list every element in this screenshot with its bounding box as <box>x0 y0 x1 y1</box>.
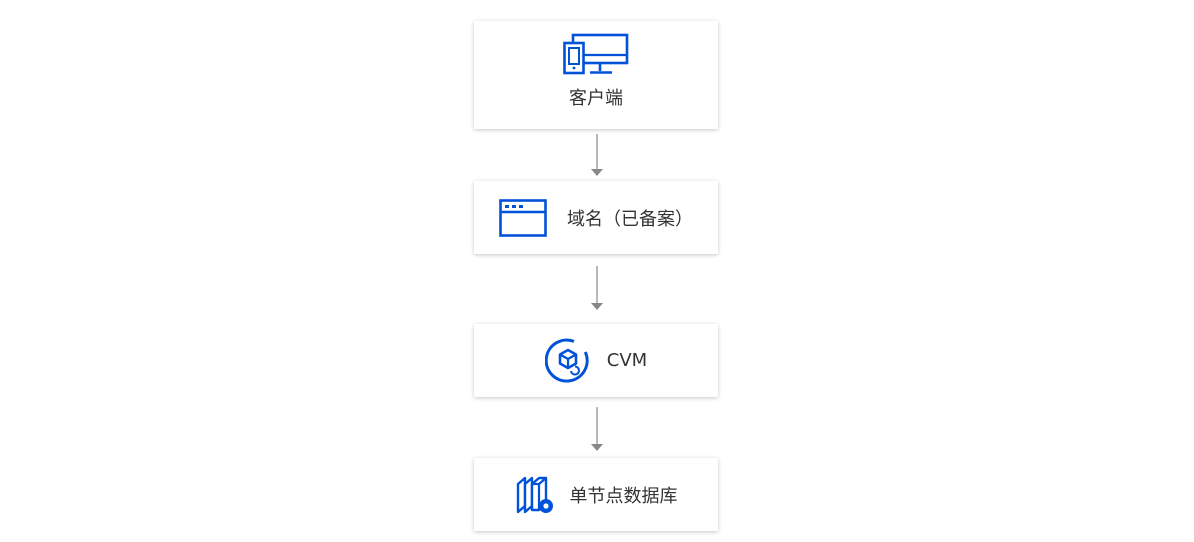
client-label: 客户端 <box>569 88 623 109</box>
arrow-client-to-domain <box>590 134 604 178</box>
domain-label: 域名（已备案） <box>567 208 693 230</box>
arrow-cvm-to-database <box>590 407 604 453</box>
database-label: 单节点数据库 <box>569 485 678 507</box>
cvm-label: CVM <box>606 350 648 371</box>
desktop-and-tablet-icon <box>563 33 629 75</box>
database-node: 单节点数据库 <box>474 458 718 531</box>
domain-node: 域名（已备案） <box>474 181 718 254</box>
client-node: 客户端 <box>474 21 718 129</box>
database-icon <box>516 476 553 513</box>
browser-window-icon <box>499 198 547 237</box>
cvm-cube-icon <box>544 338 589 383</box>
cvm-node: CVM <box>474 324 718 397</box>
arrow-domain-to-cvm <box>590 266 604 312</box>
